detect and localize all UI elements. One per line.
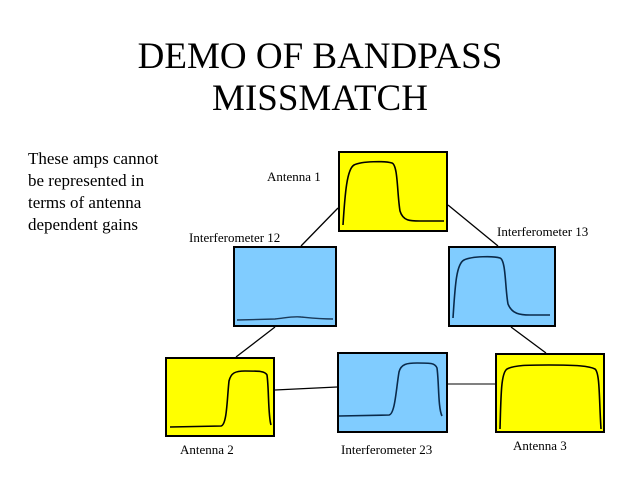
edge-antenna1-interferometer12 <box>300 207 339 247</box>
antenna-3-label: Antenna 3 <box>513 438 567 453</box>
antenna-2-label: Antenna 2 <box>180 442 234 457</box>
interferometer-23-label: Interferometer 23 <box>341 442 433 457</box>
edge-antenna1-interferometer13 <box>447 204 499 247</box>
interferometer-12-label: Interferometer 12 <box>189 230 281 245</box>
antenna-1-label: Antenna 1 <box>267 169 321 184</box>
edge-antenna2-interferometer23 <box>274 386 338 391</box>
antenna-1-box <box>338 151 448 232</box>
antenna-2-bandpass-curve <box>169 370 272 428</box>
antenna-3-bandpass-curve <box>499 364 602 430</box>
antenna-2-box <box>165 357 275 437</box>
note-line: These amps cannot <box>28 149 159 168</box>
note-line: be represented in <box>28 171 145 190</box>
interferometer-12-box <box>233 246 337 327</box>
note-line: dependent gains <box>28 215 138 234</box>
antenna-1-bandpass-curve <box>342 160 444 226</box>
edge-interferometer12-antenna2 <box>235 326 276 358</box>
slide-title: DEMO OF BANDPASS MISSMATCH <box>0 36 640 120</box>
note-line: terms of antenna <box>28 193 142 212</box>
explanation-note: These amps cannot be represented in term… <box>28 148 218 236</box>
interferometer-13-label: Interferometer 13 <box>497 224 589 239</box>
interferometer-13-box <box>448 246 556 327</box>
interferometer-12-bandpass-curve <box>236 316 334 321</box>
interferometer-23-bandpass-curve <box>339 362 443 417</box>
interferometer-13-bandpass-curve <box>452 255 550 319</box>
antenna-3-box <box>495 353 605 433</box>
interferometer-23-box <box>337 352 448 433</box>
title-line-1: DEMO OF BANDPASS <box>137 36 503 77</box>
edge-interferometer13-antenna3 <box>510 326 547 354</box>
title-line-2: MISSMATCH <box>212 78 428 119</box>
